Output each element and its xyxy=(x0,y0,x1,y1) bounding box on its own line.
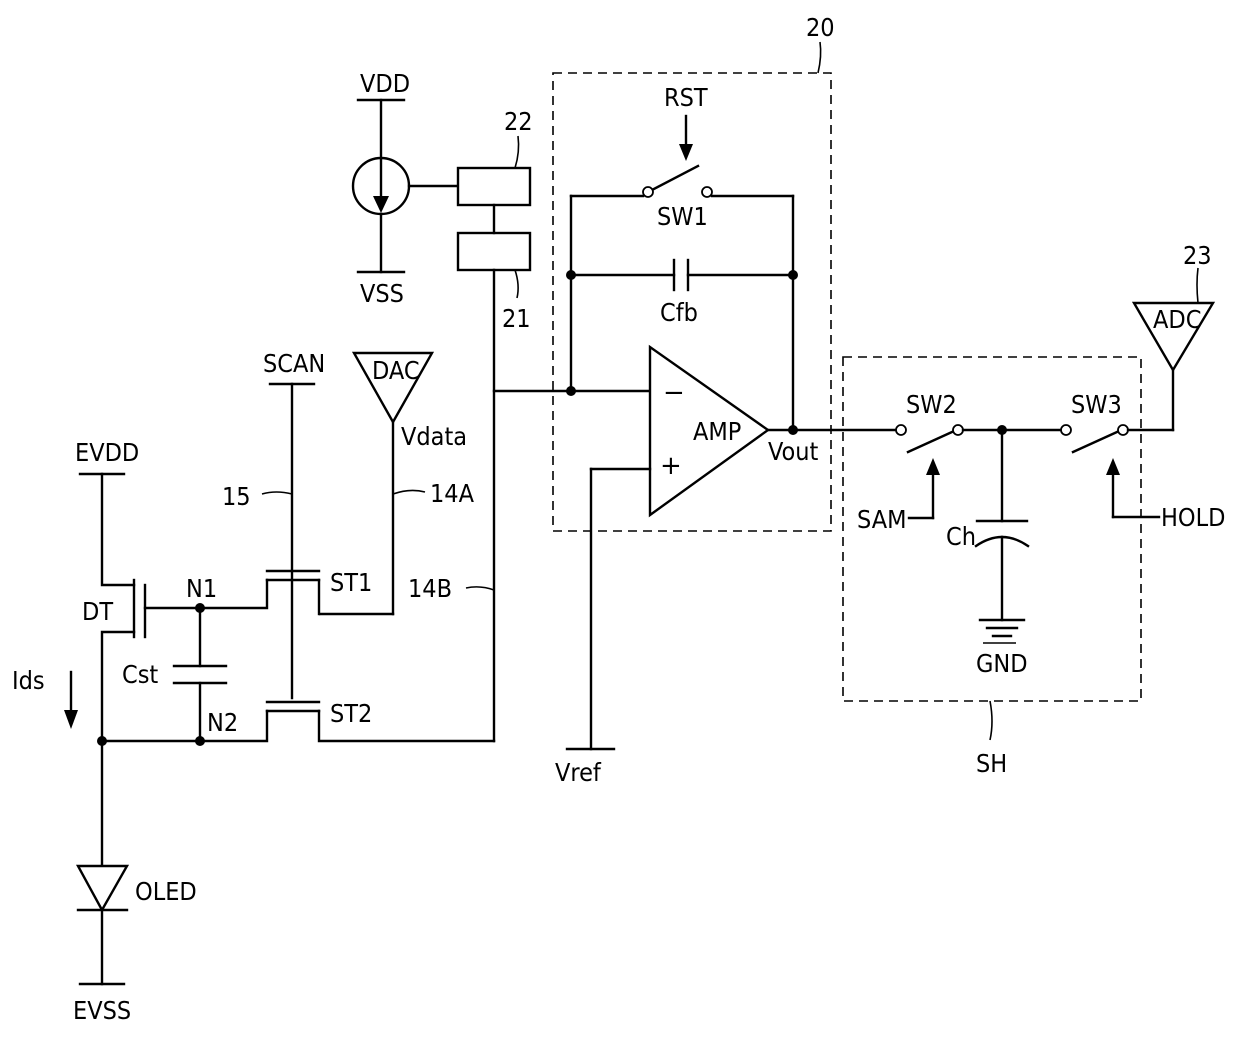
evdd-label: EVDD xyxy=(75,438,139,467)
junction-dot xyxy=(566,270,576,280)
ref-14a-leader xyxy=(393,490,425,494)
sw2-contact xyxy=(896,425,906,435)
cst-label: Cst xyxy=(122,660,158,689)
block-22 xyxy=(458,168,530,205)
amp-plus-sign: + xyxy=(660,451,682,481)
dt-drain-wire xyxy=(102,474,134,585)
ref-20-leader xyxy=(818,42,821,73)
amp-label: AMP xyxy=(693,417,741,446)
sw1-contact xyxy=(702,187,712,197)
n1-label: N1 xyxy=(186,574,217,603)
ref-21-label: 21 xyxy=(502,304,531,333)
sw3-contact xyxy=(1118,425,1128,435)
hold-label: HOLD xyxy=(1161,503,1225,532)
ref-15-label: 15 xyxy=(222,482,251,511)
vdd-label: VDD xyxy=(360,69,410,98)
dac-label: DAC xyxy=(372,356,420,385)
sw1-contact xyxy=(643,187,653,197)
scan-label: SCAN xyxy=(263,349,325,378)
junction-dot xyxy=(97,736,107,746)
cfb-label: Cfb xyxy=(660,298,698,327)
ids-label: Ids xyxy=(12,666,45,695)
sw1-label: SW1 xyxy=(657,202,708,231)
sam-arrow-head xyxy=(926,458,940,475)
hold-arrow-head xyxy=(1106,458,1120,475)
ids-arrow-head xyxy=(64,710,78,729)
ref-20-label: 20 xyxy=(806,13,835,42)
vout-label: Vout xyxy=(768,437,818,466)
adc-label: ADC xyxy=(1153,305,1201,334)
n2-label: N2 xyxy=(207,708,238,737)
sw1-blade xyxy=(652,166,698,190)
ref-sh-leader xyxy=(990,701,992,740)
ref-14b-label: 14B xyxy=(408,574,452,603)
ref-23-leader xyxy=(1197,268,1198,303)
st2-label: ST2 xyxy=(330,699,372,728)
n2-node-dot xyxy=(195,736,205,746)
vdata-label: Vdata xyxy=(401,422,467,451)
sw2-contact xyxy=(953,425,963,435)
oled-icon xyxy=(78,866,127,910)
evss-label: EVSS xyxy=(73,996,131,1025)
block-21 xyxy=(458,233,530,270)
rst-arrow-head xyxy=(679,144,693,161)
dt-label: DT xyxy=(82,597,113,626)
ref-23-label: 23 xyxy=(1183,241,1212,270)
gnd-label: GND xyxy=(976,649,1028,678)
ref-22-leader xyxy=(515,136,519,168)
sam-label: SAM xyxy=(857,505,907,534)
junction-dot xyxy=(788,270,798,280)
sw3-blade xyxy=(1073,432,1117,452)
sw2-label: SW2 xyxy=(906,390,957,419)
sw2-blade xyxy=(908,432,952,452)
ref-22-label: 22 xyxy=(504,107,533,136)
st1-label: ST1 xyxy=(330,568,372,597)
ref-sh-label: SH xyxy=(976,749,1007,778)
ref-21-leader xyxy=(515,270,518,298)
vref-label: Vref xyxy=(555,758,602,787)
sw3-label: SW3 xyxy=(1071,390,1122,419)
st2-source-drain xyxy=(102,711,267,741)
vss-label: VSS xyxy=(360,279,404,308)
ch-label: Ch xyxy=(946,522,976,551)
ref-14b-leader xyxy=(466,587,494,590)
oled-label: OLED xyxy=(135,877,197,906)
sw3-contact xyxy=(1061,425,1071,435)
junction-dot xyxy=(788,425,798,435)
ref-14a-label: 14A xyxy=(430,479,475,508)
rst-label: RST xyxy=(664,83,708,112)
ref-15-leader xyxy=(262,492,292,494)
amp-minus-sign: − xyxy=(663,378,685,408)
